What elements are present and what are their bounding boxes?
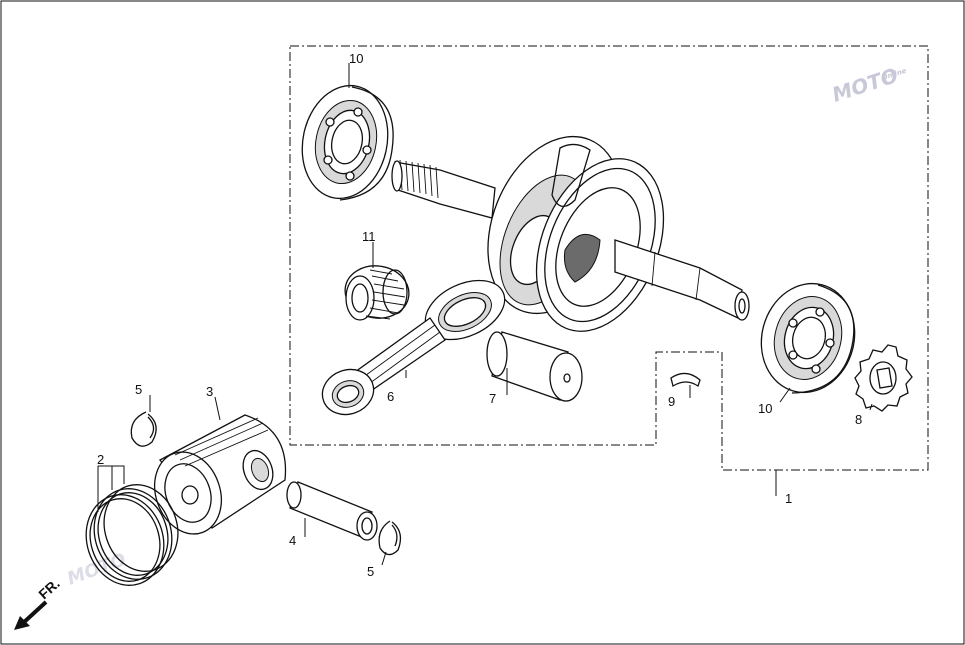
label-part-3: 3: [206, 384, 213, 399]
piston-pin: [286, 481, 378, 541]
callout-lines: [97, 63, 873, 566]
assembly-boundary: [289, 45, 929, 471]
piston-rings: [85, 484, 179, 586]
bearing-right: [760, 282, 856, 394]
needle-bearing: [344, 265, 410, 321]
svg-text:MOTO: MOTO: [829, 63, 901, 107]
piston: [154, 414, 287, 535]
part-labels: 10 11 6 7 9 10 8 1 3 5 2 4 5: [97, 51, 862, 579]
label-part-10-lower: 10: [758, 401, 772, 416]
label-part-8: 8: [855, 412, 862, 427]
woodruff-key: [670, 372, 701, 388]
crank-pin: [486, 331, 583, 402]
label-part-4: 4: [289, 533, 296, 548]
label-part-7: 7: [489, 391, 496, 406]
drive-gear: [854, 344, 913, 412]
label-part-11: 11: [362, 229, 376, 244]
front-direction-indicator: FR.: [14, 575, 63, 630]
label-part-5-lower: 5: [367, 564, 374, 579]
connecting-rod: [321, 279, 506, 416]
label-part-2: 2: [97, 452, 104, 467]
label-part-5-upper: 5: [135, 382, 142, 397]
label-part-1: 1: [785, 491, 792, 506]
bearing-left: [301, 84, 394, 201]
crankshaft: [391, 135, 750, 332]
circlip-lower: [378, 520, 402, 556]
label-part-6: 6: [387, 389, 394, 404]
label-part-10-upper: 10: [349, 51, 363, 66]
label-part-9: 9: [668, 394, 675, 409]
front-direction-label: FR.: [35, 575, 62, 602]
circlip-upper: [130, 411, 157, 447]
arrow-down-left-icon: [20, 600, 48, 626]
watermark-logo: MOTO Online: [829, 63, 908, 107]
